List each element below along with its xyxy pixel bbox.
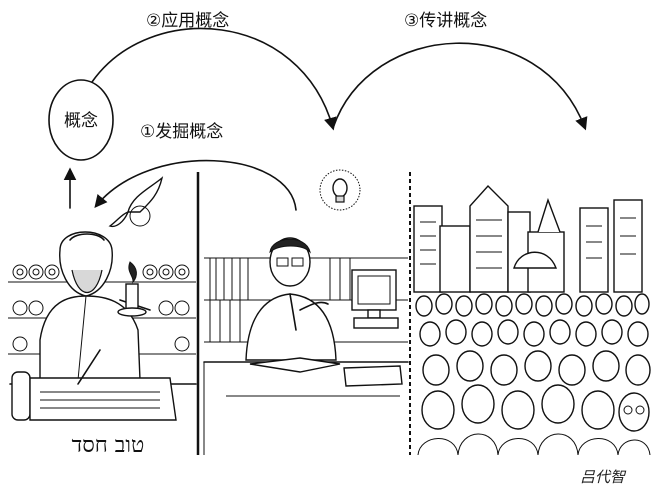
lightbulb-icon [319, 169, 361, 211]
city-skyline [413, 184, 643, 293]
dove-icon [108, 176, 164, 228]
step-teach-label: ③传讲概念 [404, 10, 487, 31]
step-discover-label: ①发掘概念 [140, 121, 223, 142]
panel-crowd [413, 184, 651, 456]
panel-scholar: טוב חסד [8, 176, 197, 458]
candle-icon [117, 261, 147, 317]
step-apply-label: ②应用概念 [146, 10, 229, 31]
concept-node-label: 概念 [64, 110, 98, 131]
writing-scroll [9, 349, 197, 421]
arrow-teach [332, 42, 588, 131]
flow-arrows: 概念 ①发掘概念 ②应用概念 ③传讲概念 [48, 10, 588, 211]
arrow-apply [91, 27, 337, 131]
crowd [415, 293, 651, 456]
computer-monitor [351, 269, 399, 329]
artist-signature: 吕代智 [580, 468, 627, 486]
panel-student [203, 237, 409, 455]
study-desk [203, 357, 409, 455]
scholar-figure [39, 231, 151, 381]
student-figure [245, 237, 337, 361]
concept-node [48, 79, 114, 161]
hebrew-caption: טוב חסד [72, 433, 145, 458]
arrow-discover [94, 159, 297, 211]
